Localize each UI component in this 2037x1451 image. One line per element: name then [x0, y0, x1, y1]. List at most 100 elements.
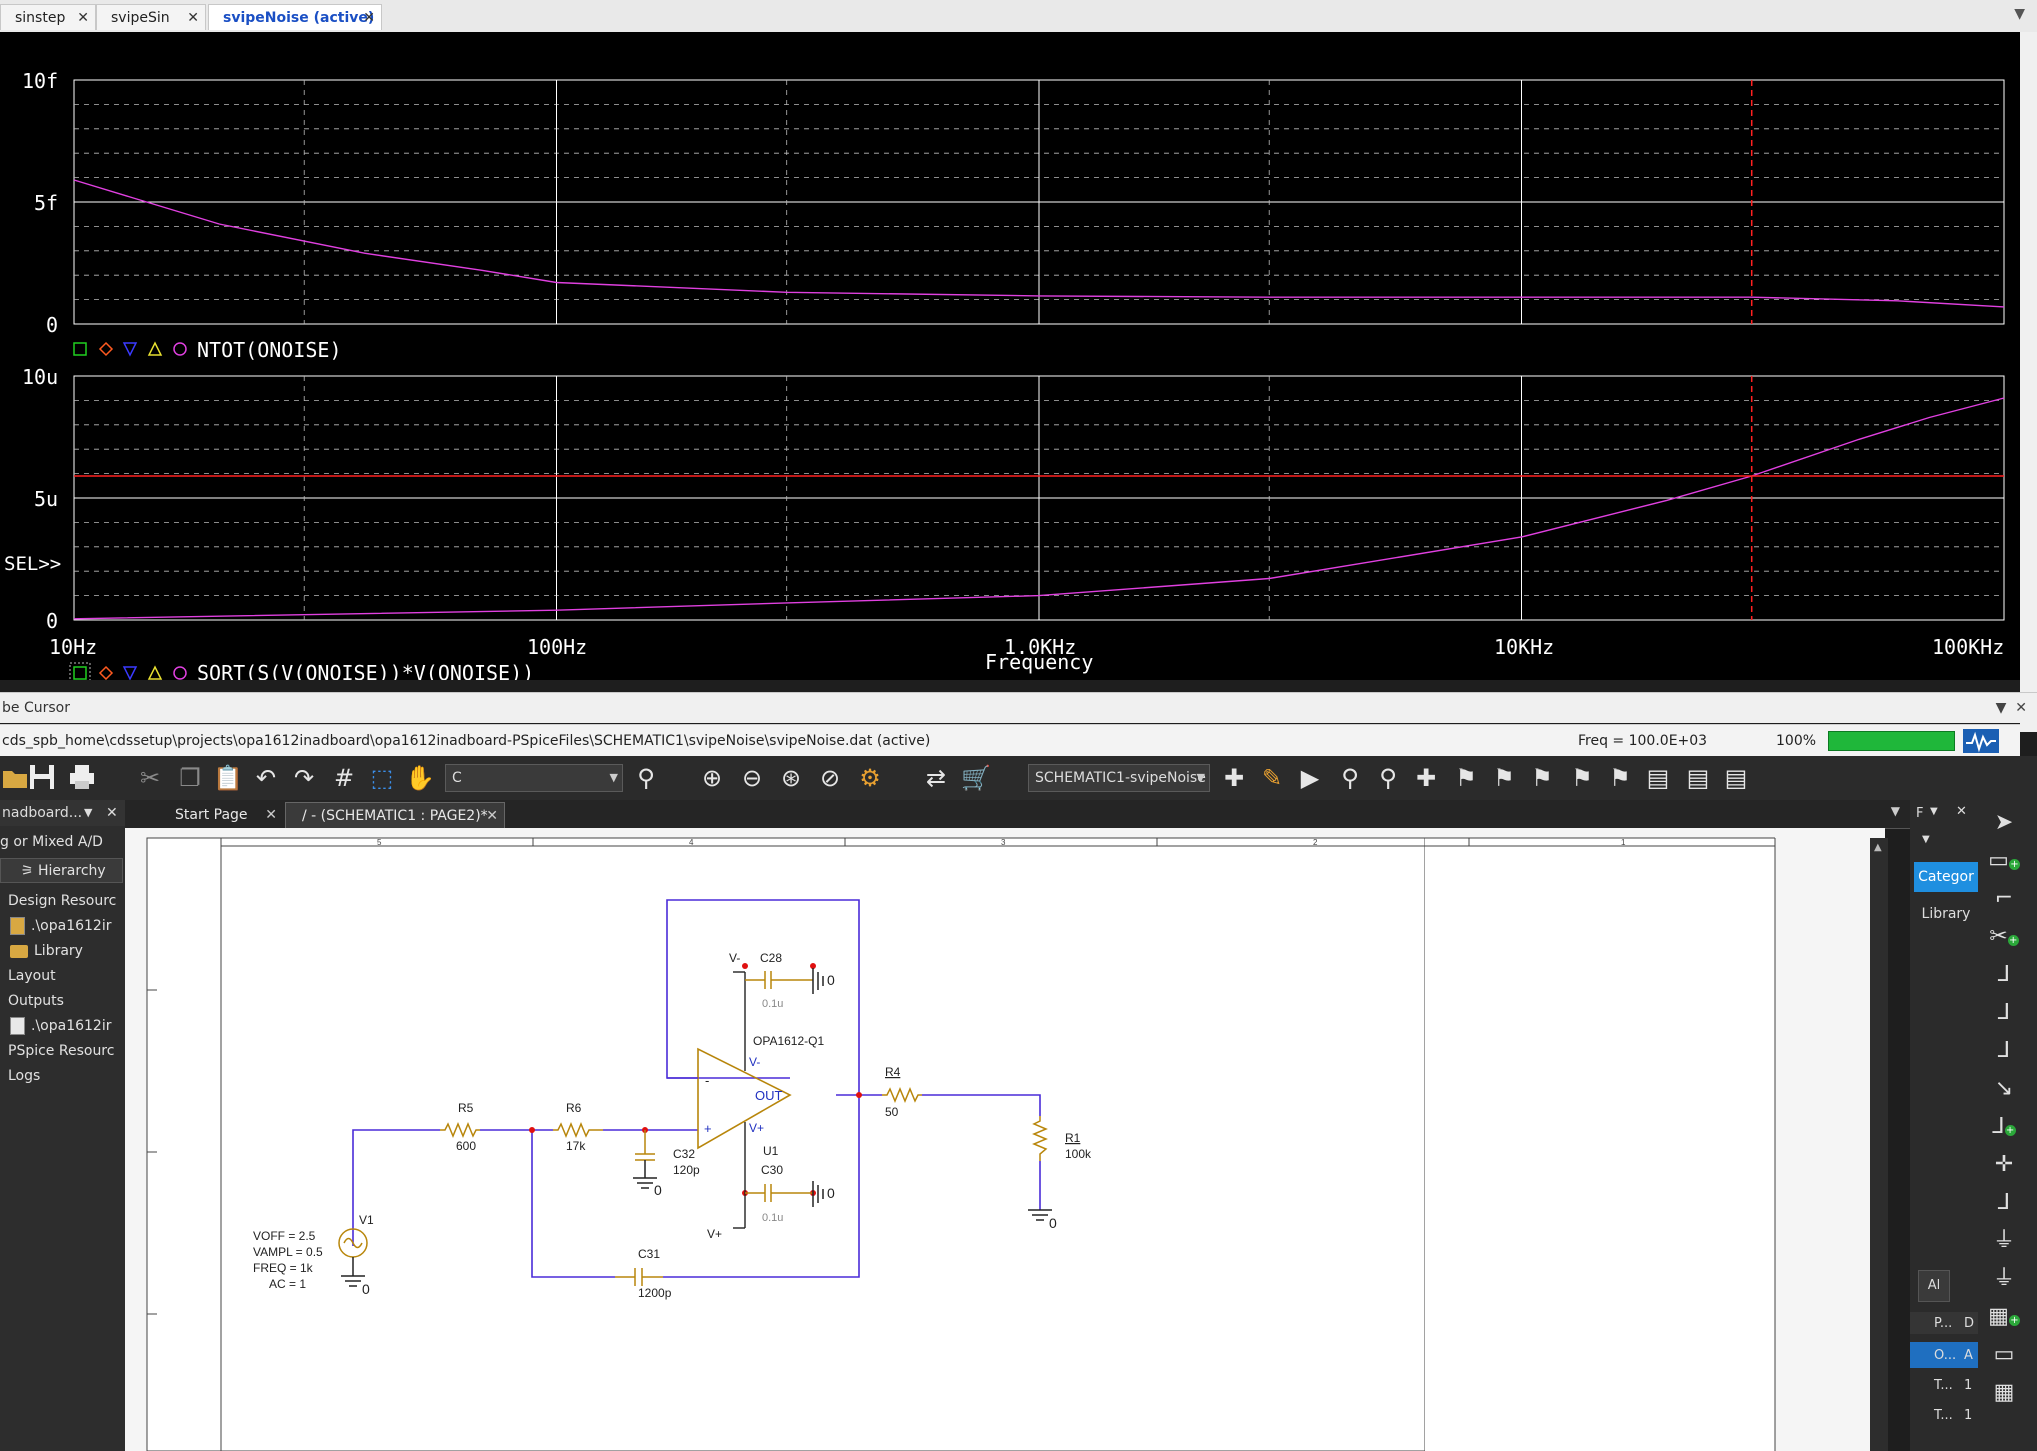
waveform-icon[interactable] [1963, 729, 1999, 753]
tab-svipenoise[interactable]: svipeNoise (active)✕ [208, 4, 382, 30]
chevron-down-icon[interactable]: ▼ [609, 771, 618, 784]
tab-schematic-page2[interactable]: / - (SCHEMATIC1 : PAGE2)*✕ [285, 802, 505, 828]
bottom-trace-label[interactable]: SQRT(S(V(ONOISE))*V(ONOISE)) [197, 661, 534, 680]
power-marker-icon[interactable]: ⚑ [1571, 764, 1593, 792]
new-profile-icon[interactable]: ✚ [1223, 764, 1245, 792]
tree-item-design-file[interactable]: .\opa1612ir [10, 914, 111, 939]
resistor-r5[interactable]: R5 600 [440, 1101, 480, 1153]
redo-icon[interactable]: ↷ [293, 764, 315, 792]
list-row[interactable]: T... 1 [1910, 1404, 1978, 1426]
place-hierarchical-block-icon[interactable]: ▦+ [1988, 1304, 2020, 1329]
search-icon[interactable]: ⚲ [637, 764, 655, 792]
place-net-group-icon[interactable]: ⅃ [1997, 1000, 2011, 1025]
top-trace-label[interactable]: NTOT(ONOISE) [197, 338, 342, 362]
add-marker-icon[interactable]: ✚ [1415, 764, 1437, 792]
zoom-drawing-icon[interactable]: ⚙ [859, 764, 881, 792]
annotate-icon[interactable]: ⇄ [925, 764, 947, 792]
place-power-icon[interactable]: ⏚ [1992, 1228, 2015, 1253]
place-wire-icon[interactable]: ⌐ [1994, 886, 2014, 911]
voltage-marker-icon[interactable]: ⚑ [1455, 764, 1477, 792]
tree-item-design-resources[interactable]: Design Resourc [8, 889, 116, 914]
tree-item-library[interactable]: Library [10, 939, 83, 964]
tab-categories[interactable]: Categor [1914, 862, 1978, 892]
temperature-marker-icon[interactable]: ⚑ [1609, 764, 1631, 792]
show-voltage-icon[interactable]: ▤ [1646, 764, 1670, 792]
close-icon[interactable]: ✕ [77, 10, 89, 26]
bom-cart-icon[interactable]: 🛒 [961, 764, 991, 792]
simulation-profile-select[interactable]: SCHEMATIC1-svipeNoise▼ [1028, 764, 1210, 792]
copy-icon[interactable]: ❐ [179, 764, 201, 792]
list-row[interactable]: T... 1 [1910, 1374, 1978, 1396]
grid-icon[interactable]: # [333, 764, 355, 792]
select-pointer-icon[interactable]: ➤ [1994, 810, 2014, 835]
resistor-r1[interactable]: 0 R1 100k [1028, 1116, 1092, 1231]
chevron-down-icon[interactable]: ▼ [1196, 771, 1205, 784]
panel-controls[interactable]: ▼ ✕ [1995, 700, 2027, 716]
list-row[interactable]: P... D [1910, 1312, 1978, 1334]
place-net-label-icon[interactable]: ↘ [1994, 1076, 2014, 1101]
place-bus-icon[interactable]: ⅃ [1997, 962, 2011, 987]
resistor-r4[interactable]: R4 50 [882, 1065, 922, 1119]
chevron-down-icon[interactable]: ▼ [1890, 804, 1900, 818]
undo-icon[interactable]: ↶ [255, 764, 277, 792]
place-off-page-icon[interactable]: ⅃+ [1992, 1114, 2016, 1139]
chevron-down-icon[interactable]: ▼ [2014, 6, 2025, 22]
chevron-down-icon[interactable]: ▼ [1930, 806, 1938, 817]
print-icon[interactable] [66, 762, 98, 794]
capacitor-c31[interactable]: C31 1200p [615, 1247, 672, 1300]
view-simulation-icon[interactable]: ⚲ [1341, 764, 1359, 792]
filter-button[interactable]: Al [1918, 1270, 1950, 1302]
chevron-down-icon[interactable]: ▼ [84, 806, 93, 819]
tab-svipesin[interactable]: svipeSin✕ [96, 4, 206, 30]
zoom-in-icon[interactable]: ⊕ [701, 764, 723, 792]
select-area-icon[interactable]: ⬚ [370, 764, 394, 792]
close-icon[interactable]: ✕ [106, 805, 118, 821]
chevron-down-icon[interactable]: ▼ [1922, 834, 1930, 845]
search-input[interactable]: C▼ [445, 764, 623, 792]
place-junction-icon[interactable]: ✛ [1994, 1152, 2014, 1177]
close-icon[interactable]: ✕ [486, 808, 498, 824]
schematic-canvas[interactable]: 5 4 3 2 1 R5 600 [125, 828, 1885, 1451]
scroll-up-icon[interactable]: ▲ [1874, 842, 1882, 853]
capacitor-c32[interactable]: 0 C32 120p [633, 1130, 700, 1198]
voltage-source-v1[interactable]: 0 V1 VOFF = 2.5 VAMPL = 0.5 FREQ = 1k AC… [253, 1213, 374, 1297]
place-net-alias-icon[interactable]: ✂+ [1989, 924, 2019, 949]
tree-item-layout[interactable]: Layout [8, 964, 56, 989]
tab-start-page[interactable]: Start Page✕ [159, 802, 283, 828]
tree-item-pspice-resources[interactable]: PSpice Resourc [8, 1039, 114, 1064]
cut-icon[interactable]: ✂ [139, 764, 161, 792]
show-power-icon[interactable]: ▤ [1724, 764, 1748, 792]
tree-item-outputs[interactable]: Outputs [8, 989, 64, 1014]
tab-library[interactable]: Library [1921, 906, 1971, 922]
zoom-fit-icon[interactable]: ⊘ [819, 764, 841, 792]
resistor-r6[interactable]: R6 17k [553, 1101, 603, 1153]
tab-hierarchy[interactable]: ⚞ Hierarchy [0, 858, 123, 883]
place-port-icon[interactable]: ▭ [1993, 1342, 2015, 1367]
save-icon[interactable] [26, 762, 58, 794]
edit-profile-icon[interactable]: ✎ [1261, 764, 1283, 792]
vertical-scrollbar[interactable]: ▲ [1870, 838, 1888, 1451]
tab-sinstep[interactable]: sinstep✕ [0, 4, 96, 30]
close-icon[interactable]: ✕ [363, 10, 375, 26]
close-icon[interactable]: ✕ [187, 10, 199, 26]
opamp-u1[interactable]: - + V- V+ OUT OPA1612-Q1 U1 [667, 971, 824, 1229]
current-marker-icon[interactable]: ⚑ [1531, 764, 1553, 792]
place-part-icon[interactable]: ▭+ [1988, 848, 2020, 873]
voltage-diff-marker-icon[interactable]: ⚑ [1493, 764, 1515, 792]
place-ground-icon[interactable]: ⏚ [1992, 1266, 2015, 1291]
view-output-icon[interactable]: ⚲ [1379, 764, 1397, 792]
open-folder-icon[interactable] [0, 762, 32, 794]
zoom-out-icon[interactable]: ⊖ [741, 764, 763, 792]
show-current-icon[interactable]: ▤ [1686, 764, 1710, 792]
run-icon[interactable]: ▶ [1300, 764, 1320, 792]
capacitor-c30[interactable]: 0 C30 0.1u [745, 1163, 835, 1224]
capacitor-c28[interactable]: 0 C28 0.1u [745, 951, 835, 1010]
close-icon[interactable]: ✕ [1956, 804, 1967, 819]
paste-icon[interactable]: 📋 [213, 764, 243, 792]
zoom-area-icon[interactable]: ⊛ [780, 764, 802, 792]
close-icon[interactable]: ✕ [265, 807, 277, 823]
list-row-selected[interactable]: O... A [1910, 1342, 1978, 1368]
place-bus-entry-icon[interactable]: ⅃ [1997, 1038, 2011, 1063]
place-pin-icon[interactable]: ▦ [1993, 1380, 2015, 1405]
tree-item-logs[interactable]: Logs [8, 1064, 40, 1089]
